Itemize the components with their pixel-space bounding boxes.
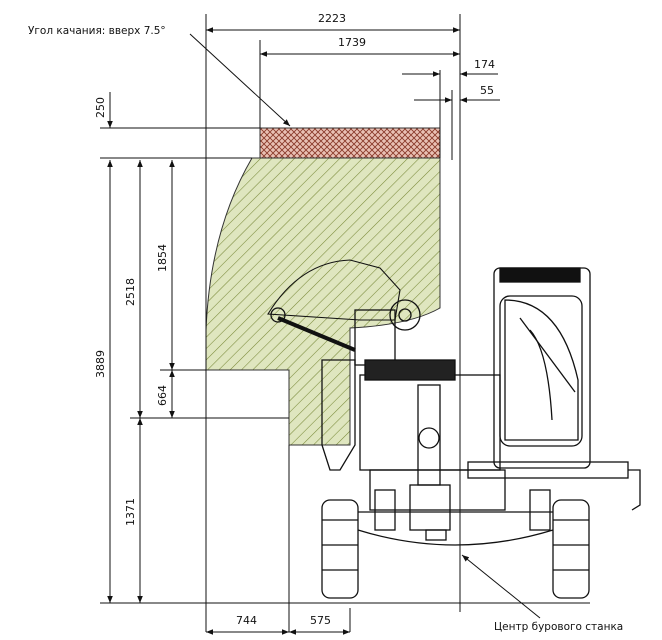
- dim-top-band: 250: [94, 97, 107, 118]
- dim-bottom-left: 744: [236, 614, 257, 627]
- dim-height-664: 664: [156, 385, 169, 406]
- top-band-area: [259, 127, 441, 159]
- dim-upper-width: 1739: [338, 36, 366, 49]
- dim-height-1854: 1854: [156, 244, 169, 272]
- dim-total-width: 2223: [318, 12, 346, 25]
- tilt-angle-label: Угол качания: вверх 7.5°: [28, 25, 166, 37]
- drill-rig-outline: [267, 259, 641, 599]
- dim-offset-a: 174: [474, 58, 495, 71]
- dimension-arrows: [107, 27, 541, 635]
- dim-total-height: 3889: [94, 350, 107, 378]
- dim-height-1371: 1371: [124, 498, 137, 526]
- dim-offset-b: 55: [480, 84, 494, 97]
- dim-bottom-right: 575: [310, 614, 331, 627]
- drill-center-label: Центр бурового станка: [494, 621, 623, 633]
- dim-height-2518: 2518: [124, 278, 137, 306]
- work-zone-area: [205, 157, 441, 446]
- reference-lines: [100, 14, 590, 632]
